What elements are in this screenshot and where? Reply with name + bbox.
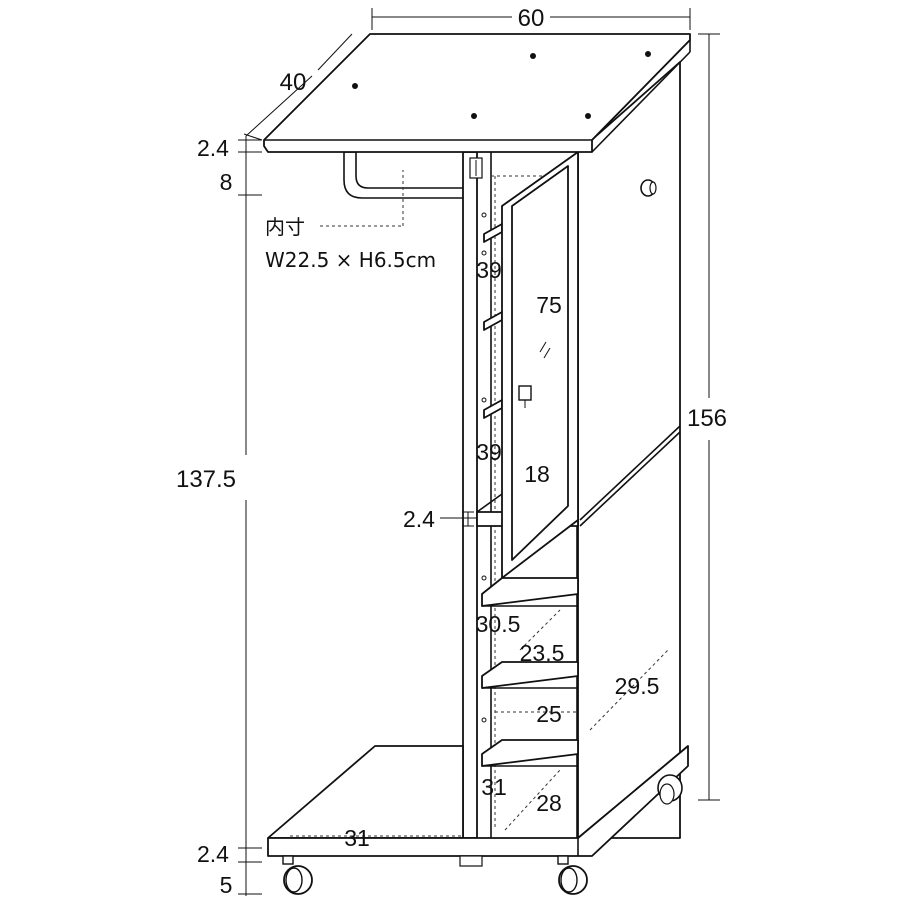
label-base-inner-width: 31 xyxy=(344,825,370,851)
upper-shelves xyxy=(483,223,503,419)
label-side-panel-depth: 29.5 xyxy=(615,673,660,699)
label-lower-section-width: 30.5 xyxy=(476,611,521,637)
label-base-thickness: 2.4 xyxy=(197,841,229,867)
drawer-handle[interactable] xyxy=(343,151,483,199)
note-leader xyxy=(320,170,404,227)
side-knob-icon xyxy=(640,179,657,197)
dim-line-right-vertical xyxy=(698,33,720,801)
note-size: W22.5 × H6.5cm xyxy=(265,248,436,272)
label-drawer-height: 8 xyxy=(220,169,233,195)
label-bottom-depth: 28 xyxy=(536,790,562,816)
lower-shelves xyxy=(481,577,579,831)
label-upper-gap: 39 xyxy=(476,257,502,283)
caster-icon xyxy=(282,774,683,895)
label-lower-gap-2: 25 xyxy=(536,701,562,727)
note-label: 内寸 xyxy=(265,215,305,239)
label-total-height: 156 xyxy=(687,405,727,432)
right-side-panel xyxy=(577,61,681,839)
label-caster-height: 5 xyxy=(220,872,233,898)
label-side-height: 137.5 xyxy=(176,466,236,493)
dim-line-left-vertical xyxy=(238,136,262,896)
table-top xyxy=(263,33,691,153)
label-door-height: 75 xyxy=(536,292,562,318)
label-shelf-depth-1: 23.5 xyxy=(520,640,565,666)
door-knob-icon xyxy=(518,385,532,408)
label-width-top: 60 xyxy=(518,5,545,32)
left-post xyxy=(462,151,487,839)
bracket-icon xyxy=(469,157,483,179)
dim-line-width xyxy=(371,8,691,30)
label-divider-thickness: 2.4 xyxy=(403,506,435,532)
label-lower-gap: 39 xyxy=(476,439,502,465)
dim-line-divider xyxy=(440,511,476,527)
label-top-thickness: 2.4 xyxy=(197,135,229,161)
dim-line-depth xyxy=(243,33,353,141)
label-bottom-gap: 31 xyxy=(481,774,507,800)
base-board xyxy=(267,745,689,857)
glass-door[interactable] xyxy=(501,151,579,579)
label-depth-top: 40 xyxy=(280,69,307,96)
label-cabinet-depth: 18 xyxy=(524,461,550,487)
